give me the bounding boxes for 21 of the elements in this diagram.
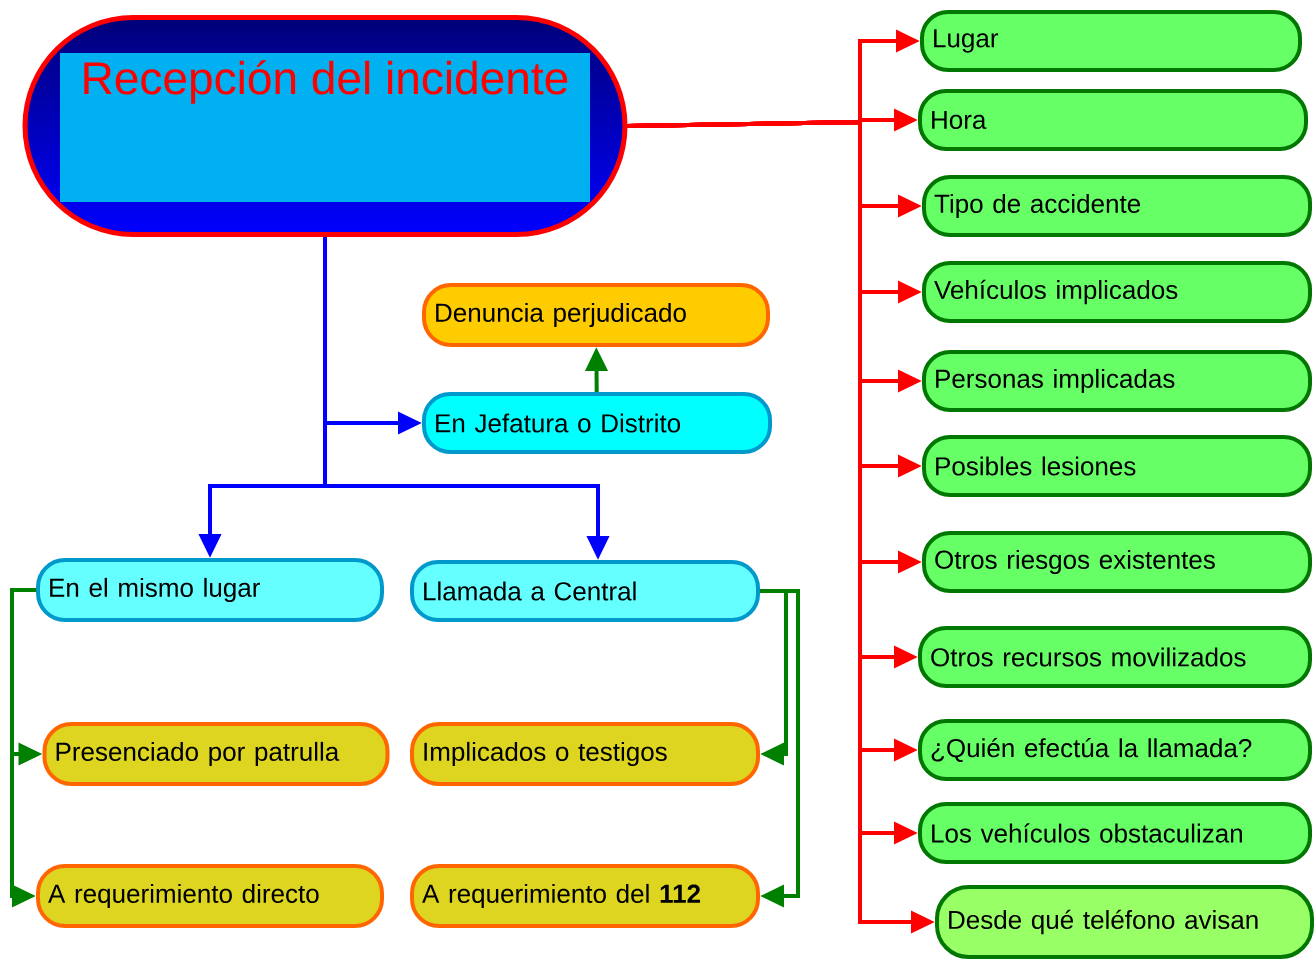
rounded-box: Los vehículos obstaculizan bbox=[918, 802, 1312, 864]
rounded-box: Otros recursos movilizados bbox=[918, 626, 1312, 688]
rounded-box: En Jefatura o Distrito bbox=[422, 392, 772, 454]
rounded-box: Posibles lesiones bbox=[922, 435, 1312, 497]
rounded-box: A requerimiento del 112 bbox=[410, 864, 760, 928]
rounded-box: A requerimiento directo bbox=[36, 864, 384, 928]
rounded-box: Otros riesgos existentes bbox=[922, 531, 1312, 593]
rounded-box: ¿Quién efectúa la llamada? bbox=[918, 719, 1312, 781]
rounded-box: Personas implicadas bbox=[922, 350, 1312, 412]
rounded-box: En el mismo lugar bbox=[36, 558, 384, 622]
rounded-box: Presenciado por patrulla bbox=[42, 722, 390, 786]
rounded-box: Hora bbox=[918, 89, 1308, 151]
rounded-box: Tipo de accidente bbox=[922, 175, 1312, 237]
rounded-box: Lugar bbox=[920, 10, 1302, 72]
rounded-box: Desde qué teléfono avisan bbox=[935, 885, 1314, 959]
rounded-box: Denuncia perjudicado bbox=[422, 283, 770, 347]
arrow bbox=[760, 589, 800, 908]
rounded-box: Llamada a Central bbox=[410, 560, 760, 622]
rounded-box: Implicados o testigos bbox=[410, 722, 760, 786]
title-box: Recepción del incidente bbox=[22, 15, 628, 237]
rounded-box: Vehículos implicados bbox=[922, 261, 1312, 323]
